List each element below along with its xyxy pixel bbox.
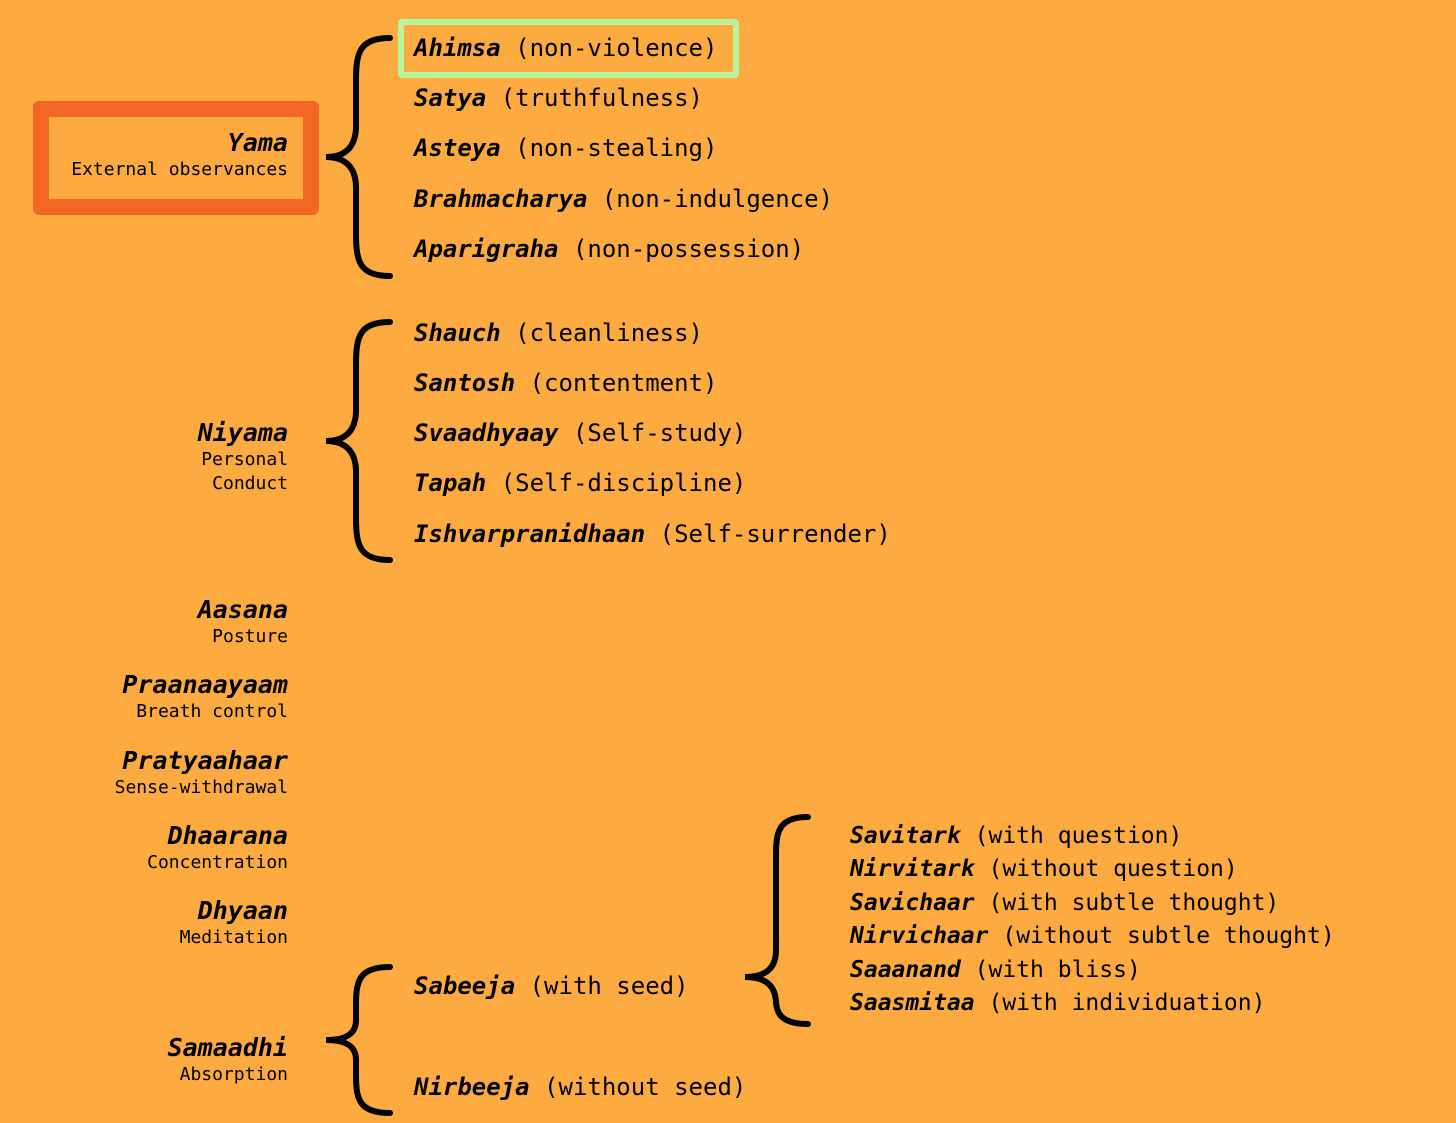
item-term: Saaanand — [850, 957, 961, 983]
sabeeja-item-nirvichaar: Nirvichaar (without subtle thought) — [850, 922, 1335, 950]
niyama-item-tapah: Tapah (Self-discipline) — [414, 468, 746, 498]
yama-item-satya: Satya (truthfulness) — [414, 83, 703, 113]
item-term: Ahimsa — [414, 34, 501, 62]
limb-name: Dhaarana — [167, 821, 288, 850]
item-term: Aparigraha — [414, 235, 559, 263]
limb-subtitle: Posture — [212, 626, 288, 647]
item-meaning: (truthfulness) — [500, 84, 703, 112]
niyama-item-ishvarpranidhaan: Ishvarpranidhaan (Self-surrender) — [414, 519, 891, 549]
item-meaning: (Self-surrender) — [659, 520, 891, 548]
item-meaning: (Self-study) — [572, 419, 747, 447]
limb-subtitle: External observances — [71, 159, 288, 180]
limb-subtitle: Personal Conduct — [201, 449, 288, 494]
item-meaning: (without seed) — [544, 1073, 747, 1101]
yama-item-asteya: Asteya (non-stealing) — [414, 133, 717, 163]
item-term: Satya — [414, 84, 487, 112]
niyama-brace — [325, 319, 393, 563]
yama-brace — [325, 35, 393, 279]
sabeeja-item-savichaar: Savichaar (with subtle thought) — [850, 889, 1279, 917]
item-term: Saasmitaa — [850, 990, 975, 1016]
niyama-item-svaadhyaay: Svaadhyaay (Self-study) — [414, 418, 746, 448]
yama-item-aparigraha: Aparigraha (non-possession) — [414, 234, 804, 264]
limb-dhyaan: Dhyaan Meditation — [0, 896, 288, 950]
item-term: Nirvichaar — [850, 923, 989, 949]
item-term: Sabeeja — [414, 972, 516, 1000]
limb-samaadhi: Samaadhi Absorption — [0, 1033, 288, 1087]
sabeeja-item-savitark: Savitark (with question) — [850, 822, 1182, 850]
limb-aasana: Aasana Posture — [0, 595, 288, 649]
limb-pratyaahaar: Pratyaahaar Sense-withdrawal — [0, 746, 288, 800]
item-meaning: (with question) — [974, 823, 1183, 849]
limb-name: Dhyaan — [197, 896, 288, 925]
item-meaning: (with bliss) — [974, 957, 1141, 983]
item-meaning: (with subtle thought) — [988, 890, 1280, 916]
limb-name: Aasana — [197, 595, 288, 624]
item-term: Savichaar — [850, 890, 975, 916]
item-meaning: (non-possession) — [572, 235, 805, 263]
item-meaning: (non-indulgence) — [601, 185, 834, 213]
sabeeja-item-saaanand: Saaanand (with bliss) — [850, 956, 1141, 984]
limb-subtitle: Meditation — [179, 927, 288, 948]
limb-name: Pratyaahaar — [122, 746, 288, 775]
item-term: Nirvitark — [850, 856, 975, 882]
item-meaning: (without subtle thought) — [1002, 923, 1335, 949]
limb-dhaarana: Dhaarana Concentration — [0, 821, 288, 875]
item-term: Brahmacharya — [414, 185, 588, 213]
limb-subtitle: Breath control — [136, 701, 288, 722]
item-meaning: (contentment) — [529, 369, 718, 397]
limb-yama: Yama External observances — [0, 128, 288, 182]
item-meaning: (cleanliness) — [515, 319, 703, 347]
item-term: Asteya — [414, 134, 501, 162]
limb-niyama: Niyama Personal Conduct — [0, 418, 288, 496]
niyama-item-santosh: Santosh (contentment) — [414, 368, 717, 398]
sabeeja-item-saasmitaa: Saasmitaa (with individuation) — [850, 989, 1265, 1017]
item-term: Ishvarpranidhaan — [414, 520, 646, 548]
item-meaning: (non-stealing) — [515, 134, 718, 162]
item-term: Svaadhyaay — [414, 419, 559, 447]
item-meaning: (with individuation) — [988, 990, 1266, 1016]
item-term: Nirbeeja — [414, 1073, 530, 1101]
yama-item-brahmacharya: Brahmacharya (non-indulgence) — [414, 184, 833, 214]
limb-name: Yama — [227, 128, 288, 157]
yama-highlight-box — [33, 101, 319, 215]
item-meaning: (non-violence) — [515, 34, 718, 62]
item-meaning: (Self-discipline) — [500, 469, 747, 497]
item-term: Tapah — [414, 469, 487, 497]
samaadhi-brace — [325, 964, 393, 1116]
niyama-item-shauch: Shauch (cleanliness) — [414, 318, 703, 348]
sabeeja-item-nirvitark: Nirvitark (without question) — [850, 855, 1238, 883]
item-term: Shauch — [414, 319, 501, 347]
limb-praanaayaam: Praanaayaam Breath control — [0, 670, 288, 724]
ahimsa-highlight-box — [398, 19, 739, 78]
sabeeja-brace — [744, 814, 811, 1027]
item-term: Santosh — [414, 369, 516, 397]
yama-item-ahimsa: Ahimsa (non-violence) — [414, 33, 717, 63]
limb-name: Niyama — [197, 418, 288, 447]
item-meaning: (with seed) — [529, 972, 689, 1000]
item-meaning: (without question) — [988, 856, 1238, 882]
limb-subtitle: Absorption — [179, 1064, 288, 1085]
samaadhi-item-nirbeeja: Nirbeeja (without seed) — [414, 1072, 746, 1102]
item-term: Savitark — [850, 823, 961, 849]
limb-subtitle: Sense-withdrawal — [114, 777, 288, 798]
limb-subtitle: Concentration — [147, 852, 288, 873]
samaadhi-item-sabeeja: Sabeeja (with seed) — [414, 971, 689, 1001]
limb-name: Praanaayaam — [122, 670, 288, 699]
limb-name: Samaadhi — [167, 1033, 288, 1062]
